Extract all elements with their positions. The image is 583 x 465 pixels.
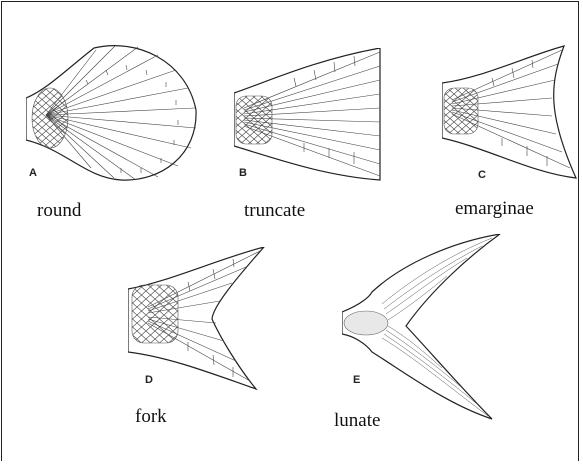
shape-label-fork: fork bbox=[135, 406, 167, 428]
truncate-tail-fin-icon bbox=[234, 48, 384, 188]
panel-letter: E bbox=[353, 374, 360, 386]
panel-letter: A bbox=[29, 167, 37, 179]
shape-label-lunate: lunate bbox=[334, 410, 380, 432]
shape-label-emarginae: emarginae bbox=[455, 198, 534, 220]
lunate-tail-fin-icon bbox=[342, 234, 507, 429]
round-tail-fin-icon bbox=[26, 40, 206, 190]
shape-label-truncate: truncate bbox=[244, 200, 305, 222]
panel-letter: C bbox=[478, 169, 486, 181]
shape-label-round: round bbox=[37, 200, 81, 222]
emarginate-tail-fin-icon bbox=[442, 38, 577, 188]
forked-tail-fin-icon bbox=[128, 247, 268, 392]
panel-letter: B bbox=[239, 167, 247, 179]
panel-letter: D bbox=[145, 374, 153, 386]
